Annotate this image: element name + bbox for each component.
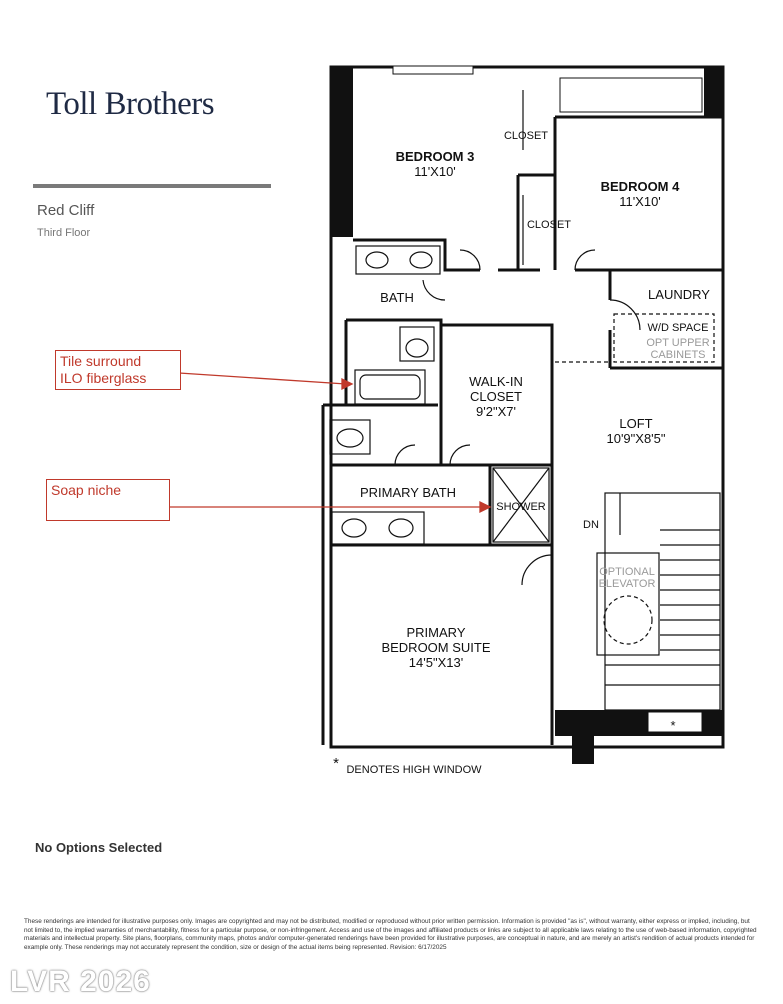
suite-line1: PRIMARY (407, 625, 466, 640)
plan-name: Red Cliff (37, 202, 95, 219)
walkin-size: 9'2"X7' (476, 404, 516, 419)
options-status: No Options Selected (35, 840, 163, 855)
vanity-primary (331, 511, 425, 545)
stairs-dn-label: DN (583, 519, 599, 531)
toilet-bowl (405, 338, 429, 358)
door-swing-laundry (609, 299, 641, 331)
legend-star: * (333, 755, 339, 772)
wall-bedroom3-south (353, 238, 480, 272)
tile-arrow (178, 372, 347, 385)
wall-pier (572, 730, 594, 764)
wd-space (613, 313, 715, 363)
soap-annotation-text: Soap niche (51, 482, 122, 498)
suite-size: 14'5"X13' (409, 655, 463, 670)
high-window (647, 711, 703, 733)
bedroom3-size: 11'X10' (414, 164, 456, 179)
window-bedroom4 (559, 77, 703, 113)
sink-1 (365, 251, 389, 269)
door-swing-bed3 (459, 249, 481, 271)
opt-upper-label: OPT UPPER (646, 337, 709, 349)
brand-logo: Toll Brothers (46, 86, 215, 122)
high-window-star: * (670, 718, 675, 733)
disclaimer: These renderings are intended for illust… (24, 918, 757, 951)
wall-corner-nw (331, 67, 353, 237)
tub-basin (359, 374, 421, 400)
tile-annotation-line2: ILO fiberglass (60, 370, 147, 386)
tile-arrowhead (341, 377, 354, 391)
window-bedroom3 (392, 65, 474, 75)
vanity-bath (355, 245, 441, 275)
shower-stall (492, 467, 550, 543)
staircase (604, 492, 721, 711)
sink-primary-1 (341, 518, 367, 538)
shower-label: SHOWER (496, 501, 546, 513)
tile-annotation: Tile surround ILO fiberglass (55, 350, 181, 390)
elevator-shaft (596, 552, 660, 656)
walkin-line1: WALK-IN (469, 374, 523, 389)
wall-corner-ne (704, 67, 724, 117)
elevator-line1: OPTIONAL (599, 566, 655, 578)
primary-bath-label: PRIMARY BATH (360, 485, 456, 500)
toilet-primary (329, 419, 371, 455)
wd-space-label: W/D SPACE (648, 322, 709, 334)
toilet-bath (399, 326, 435, 362)
elevator-car (603, 595, 653, 645)
elevator-line2: ELEVATOR (599, 578, 656, 590)
bathtub (354, 369, 426, 405)
soap-annotation: Soap niche (46, 479, 170, 521)
floor-label: Third Floor (37, 227, 91, 239)
bedroom4-name: BEDROOM 4 (601, 179, 681, 194)
loft-name: LOFT (619, 416, 652, 431)
laundry-label: LAUNDRY (648, 287, 710, 302)
door-swing-suite (521, 554, 553, 586)
door-swing-bed4 (574, 249, 596, 271)
header-divider (33, 184, 271, 188)
suite-line2: BEDROOM SUITE (381, 640, 490, 655)
sink-2 (409, 251, 433, 269)
walkin-line2: CLOSET (470, 389, 522, 404)
watermark: LVR 2026 (10, 965, 151, 998)
closet-b-label: CLOSET (527, 219, 571, 231)
legend-high-window: DENOTES HIGH WINDOW (346, 764, 482, 776)
shower-diag-b (492, 467, 550, 543)
door-swing-bath (422, 279, 446, 301)
loft-size: 10'9"X8'5" (606, 431, 665, 446)
soap-arrowhead (479, 500, 492, 514)
outer-wall (329, 65, 725, 749)
sink-primary-2 (388, 518, 414, 538)
closet-a-label: CLOSET (504, 130, 548, 142)
toilet-primary-bowl (336, 428, 364, 448)
cabinets-label: CABINETS (650, 349, 705, 361)
bedroom3-name: BEDROOM 3 (396, 149, 475, 164)
bath-label: BATH (380, 290, 414, 305)
tile-annotation-line1: Tile surround (60, 353, 142, 369)
bedroom4-size: 11'X10' (619, 194, 661, 209)
door-swing-wc (394, 444, 416, 466)
door-swing-walkin (449, 444, 471, 466)
